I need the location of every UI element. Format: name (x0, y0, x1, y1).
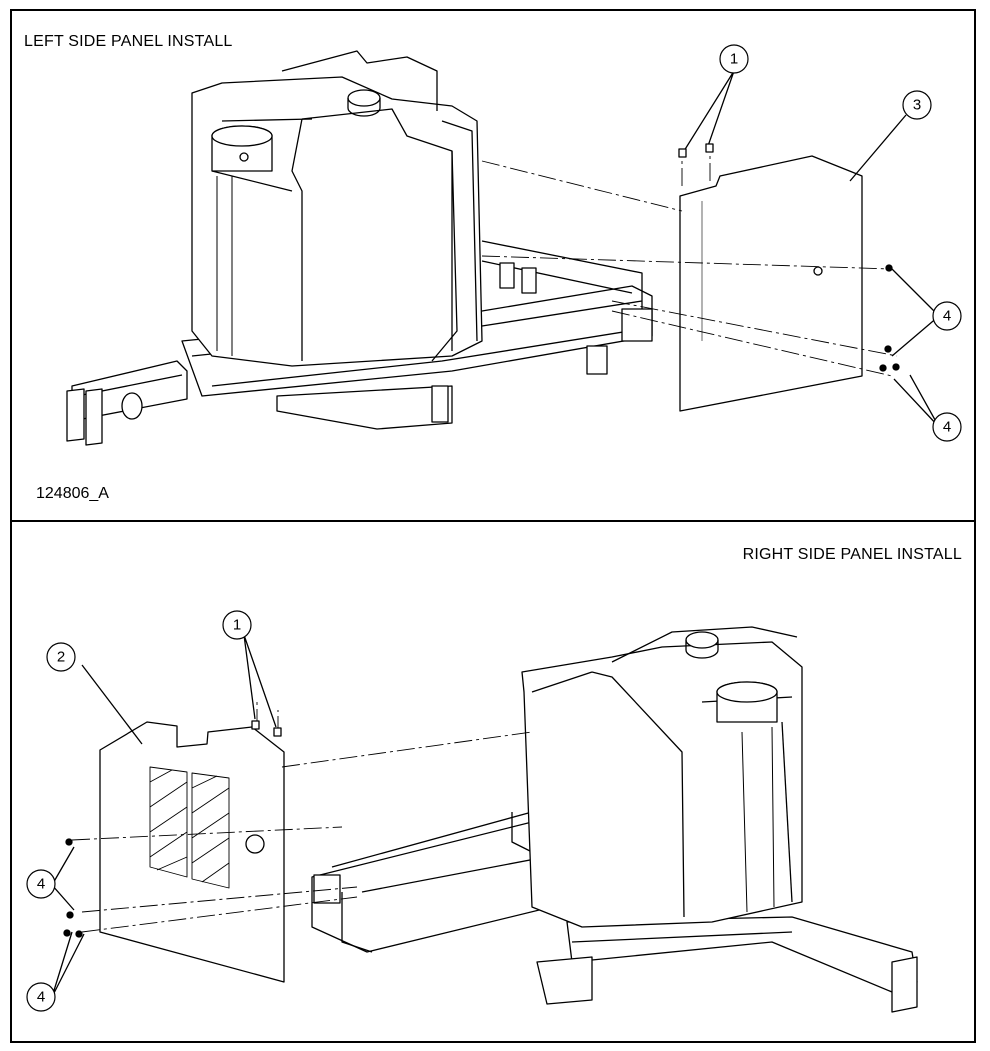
panel-title-left-side: LEFT SIDE PANEL INSTALL (24, 33, 233, 50)
callout-label-4-lower: 4 (37, 989, 45, 1006)
callout-label-4-upper: 4 (37, 876, 45, 893)
callout-item-1: 1 (719, 44, 749, 74)
panel-title-right-side: RIGHT SIDE PANEL INSTALL (742, 546, 962, 563)
callout-item-3: 3 (902, 90, 932, 120)
right-side-assembly-illustration: 1 2 4 4 (26, 610, 918, 1013)
callout-item-4-upper: 4 (932, 301, 962, 331)
right-side-install-panel: RIGHT SIDE PANEL INSTALL (10, 520, 976, 1043)
callout-label-4-upper: 4 (943, 308, 951, 325)
callout-label-2: 2 (57, 649, 65, 666)
callout-item-4-lower: 4 (26, 982, 56, 1012)
callout-item-1: 1 (222, 610, 252, 640)
callout-label-1: 1 (730, 51, 738, 68)
callout-label-3: 3 (913, 97, 921, 114)
drawing-id-label: 124806_A (36, 485, 109, 502)
callout-label-1: 1 (233, 617, 241, 634)
callout-item-4-upper: 4 (26, 869, 56, 899)
callout-item-4-lower: 4 (932, 412, 962, 442)
left-side-install-panel: LEFT SIDE PANEL INSTALL 124806_A (10, 9, 976, 522)
callout-item-2: 2 (46, 642, 76, 672)
callout-label-4-lower: 4 (943, 419, 951, 436)
left-side-assembly-illustration: 1 3 4 4 (66, 44, 962, 446)
